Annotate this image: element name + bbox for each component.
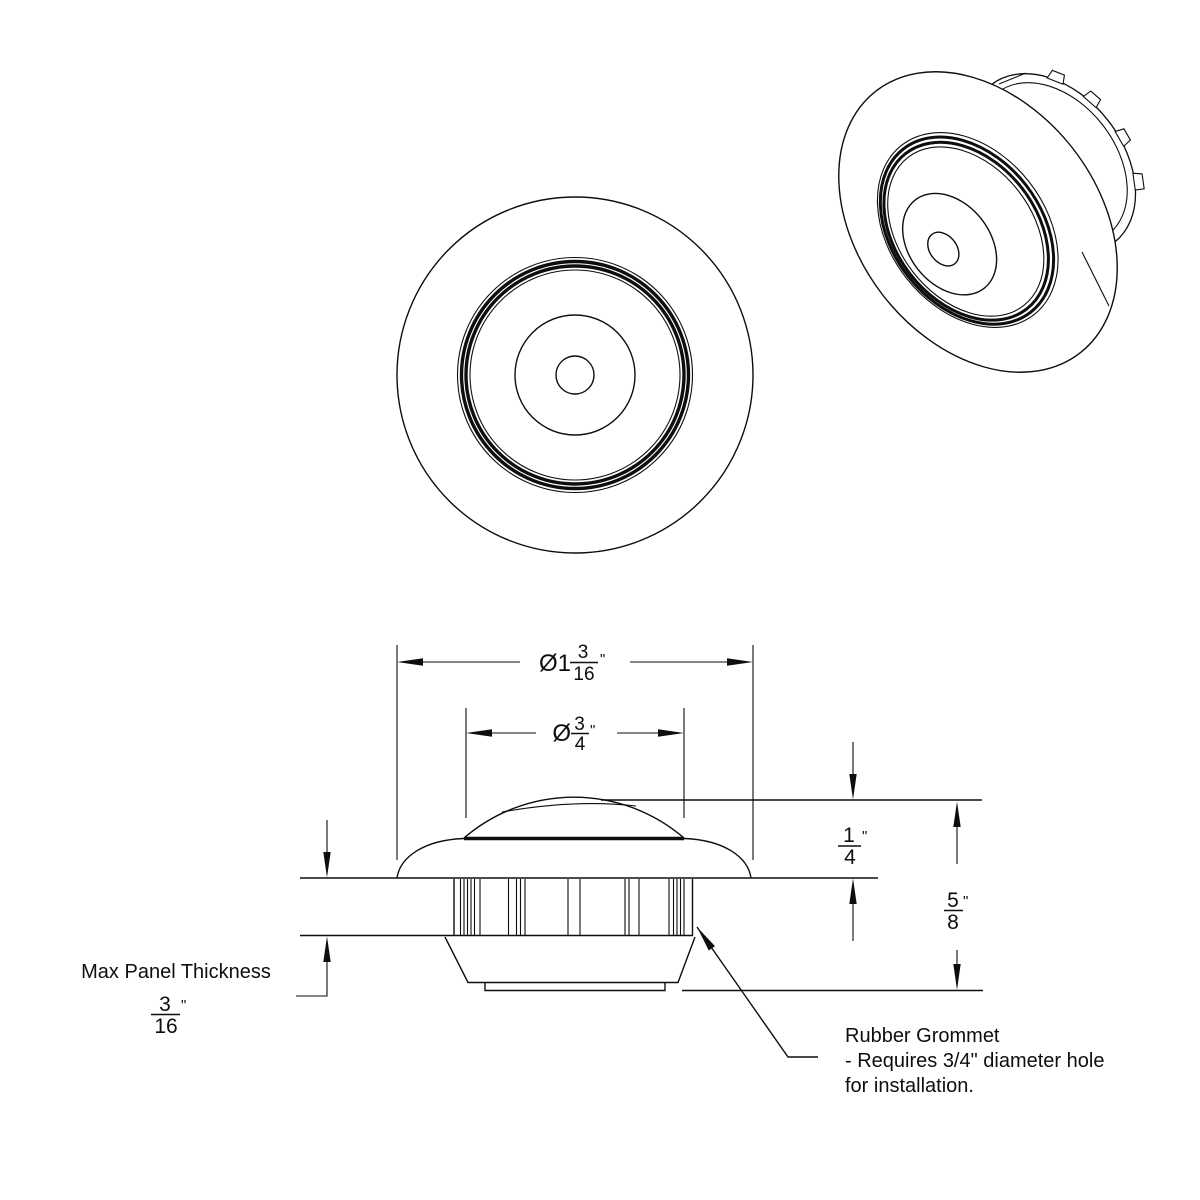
dim-text-numerator: 1 <box>843 824 855 847</box>
leader-line <box>696 926 818 1058</box>
dim-text-prefix: Ø1 <box>539 650 571 677</box>
front-view <box>396 196 754 554</box>
arrowhead-up <box>953 801 961 827</box>
front-flange-outline <box>396 196 754 554</box>
flange-bell-profile <box>396 837 752 879</box>
dim-overall-height: 5 8 " <box>944 801 968 990</box>
dim-max-panel-thickness: Max Panel Thickness 3 16 " <box>81 820 331 1038</box>
arrowhead-left <box>397 658 423 666</box>
front-ring-outer <box>456 256 694 494</box>
arrowhead-up <box>323 936 331 962</box>
dim-text-denominator: 4 <box>575 734 586 755</box>
dim-text-numerator: 3 <box>578 642 589 663</box>
arrowhead-left <box>466 729 492 737</box>
dimension-line-with-jog <box>296 961 328 997</box>
arrowhead-right <box>727 658 753 666</box>
dim-label: Max Panel Thickness <box>81 961 271 983</box>
iso-snap-tabs <box>1046 69 1145 191</box>
dim-height-above-panel: 1 4 " <box>838 742 867 941</box>
dome-lens-arc <box>463 796 685 839</box>
iso-ring-inner <box>887 146 1045 317</box>
grommet-bottom-lip <box>484 983 666 992</box>
iso-ring-outer <box>876 132 1059 328</box>
front-center-circle <box>555 355 595 395</box>
dim-text-numerator: 3 <box>159 993 171 1016</box>
dim-text-prefix: Ø <box>552 720 571 747</box>
front-lens-circle <box>514 314 636 436</box>
arrowhead-right <box>658 729 684 737</box>
side-section-view <box>300 796 878 992</box>
dim-text-denominator: 4 <box>844 846 856 869</box>
arrowhead-down <box>953 964 961 990</box>
grommet-lower-body <box>444 936 696 984</box>
dim-text-unit: " <box>600 651 605 668</box>
iso-cone-edge-bottom <box>1081 251 1110 307</box>
front-ring-inner <box>469 269 681 481</box>
dim-text-unit: " <box>181 997 186 1014</box>
callout-line-1: Rubber Grommet <box>845 1025 1000 1047</box>
dim-text-unit: " <box>590 722 595 739</box>
dim-text-denominator: 16 <box>573 664 594 685</box>
dim-text-unit: " <box>862 828 867 845</box>
isometric-view <box>838 69 1145 373</box>
front-ring-band-2 <box>464 264 686 486</box>
dim-hole-diameter: Ø 3 4 " <box>465 708 685 818</box>
iso-snap-tab <box>1082 90 1102 109</box>
dim-text-numerator: 5 <box>947 889 959 912</box>
iso-snap-tab <box>1114 128 1132 148</box>
dim-text-unit: " <box>963 893 968 910</box>
iso-lens-ellipse <box>901 192 998 296</box>
dim-text-denominator: 16 <box>154 1015 177 1038</box>
iso-cone-edge-top <box>998 72 1027 85</box>
dome-inner-edge-arc <box>501 803 637 813</box>
iso-ring-band-2 <box>882 140 1050 322</box>
leader-arrowhead <box>697 927 715 951</box>
callout-line-2: - Requires 3/4" diameter hole <box>845 1050 1104 1072</box>
iso-snap-tab <box>1132 172 1145 191</box>
arrowhead-down <box>323 852 331 878</box>
front-ring-band-1 <box>459 259 691 491</box>
grommet-barrel-ribs <box>453 879 694 936</box>
dim-overall-diameter: Ø1 3 16 " <box>396 642 754 860</box>
iso-ring-band-1 <box>878 135 1056 326</box>
dim-text-numerator: 3 <box>574 714 585 735</box>
callout-line-3: for installation. <box>845 1075 974 1097</box>
iso-center-ellipse <box>927 231 960 267</box>
iso-snap-tab <box>1046 69 1066 85</box>
dim-text-denominator: 8 <box>947 911 959 934</box>
callout-rubber-grommet: Rubber Grommet - Requires 3/4" diameter … <box>696 926 1104 1097</box>
arrowhead-down <box>849 774 857 800</box>
arrowhead-up <box>849 878 857 904</box>
